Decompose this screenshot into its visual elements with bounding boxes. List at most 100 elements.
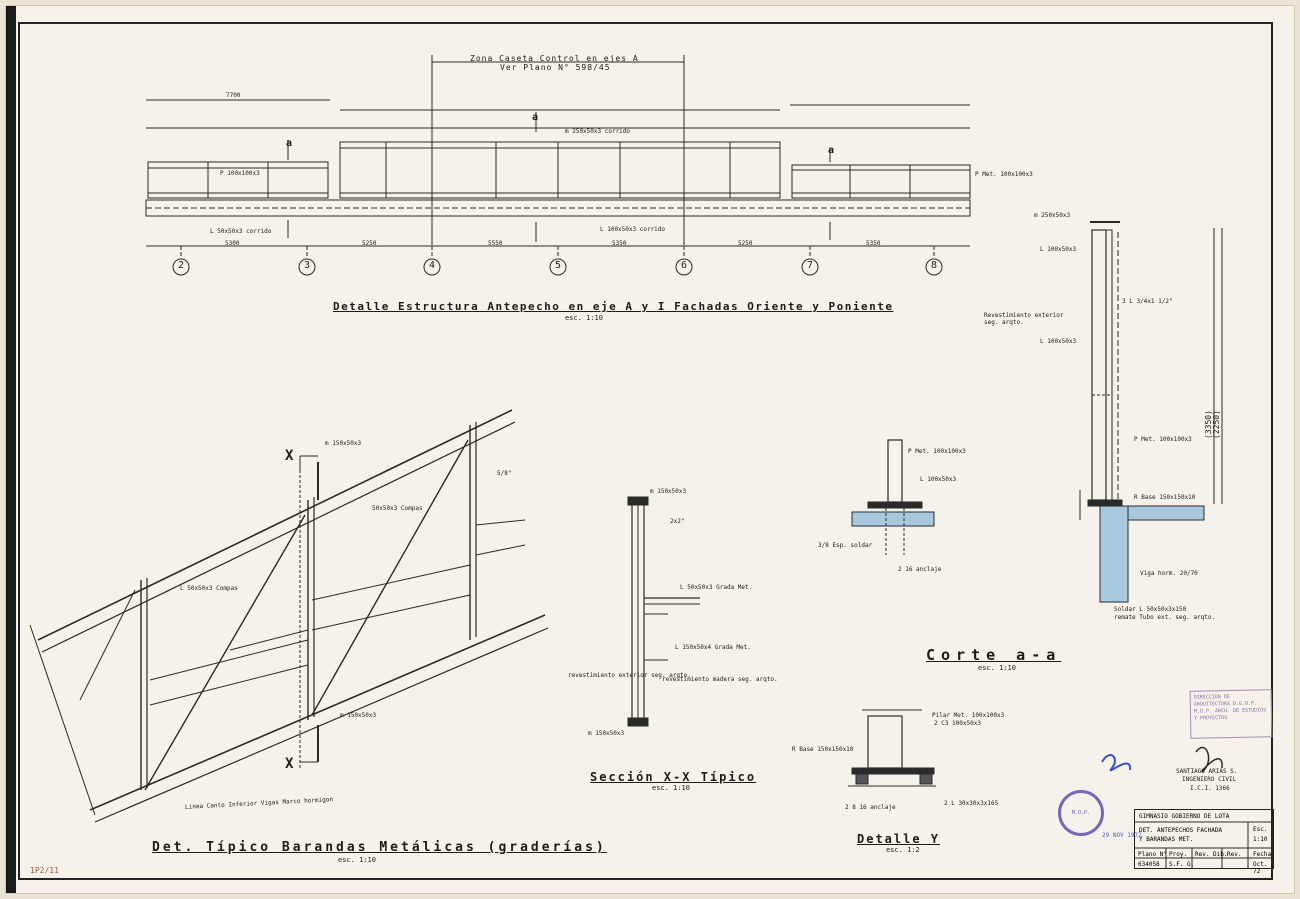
railing-note-6: 5/8"	[497, 470, 512, 477]
detalle-y-note-3: R Base 150x150x10	[792, 746, 854, 753]
axis-label-8: 8	[930, 260, 938, 271]
zone-ref: Ver Plano N° 598/45	[500, 63, 611, 72]
corte-scale: esc. 1:10	[978, 664, 1016, 672]
elevation-panel-left	[147, 161, 329, 199]
corte-aa-drawing	[1079, 221, 1223, 603]
axis-label-6: 6	[680, 260, 688, 271]
drawing-frame	[18, 22, 1273, 880]
title-block-org: GIMNASIO GOBIERNO DE LOTA	[1139, 813, 1230, 820]
corte-note-4: Revestimiento exterior seg. arqto.	[984, 312, 1064, 326]
proy-value: S.F. G.	[1169, 861, 1195, 868]
detalle-y-scale: esc. 1:2	[886, 846, 920, 854]
detalle-y-top-note-4: 2 16 anclaje	[898, 566, 942, 573]
corte-note-1: m 250x50x3	[1034, 212, 1071, 219]
axis-label-5: 5	[554, 260, 562, 271]
fecha-value: Oct. 72	[1253, 861, 1268, 875]
date-stamp: 29 NOV 1972	[1102, 832, 1142, 839]
drawing-sheet	[6, 6, 1294, 893]
title-block-esc-label: Esc.	[1253, 826, 1268, 833]
engineer-name: SANTIAGO ARIAS S.	[1176, 768, 1238, 775]
railing-note-2: 50x50x3 Compas	[372, 505, 423, 512]
corte-note-5: L 100x50x3	[1040, 338, 1077, 345]
axis-label-7: 7	[806, 260, 814, 271]
section-xx-note-1: m 150x50x3	[650, 488, 687, 495]
elevation-title: Detalle Estructura Antepecho en eje A y …	[333, 300, 894, 313]
elevation-panel-center	[339, 141, 781, 199]
railing-note-1: m 150x50x3	[325, 440, 362, 447]
detalle-y-top-drawing	[851, 439, 935, 555]
railing-title: Det. Típico Barandas Metálicas (gradería…	[152, 840, 607, 855]
detalle-y-top-note-2: L 100x50x3	[920, 476, 957, 483]
railing-note-3: L 50x50x3 Compas	[180, 585, 238, 592]
dib-label: Rev. Dib.	[1195, 851, 1228, 858]
signature-black	[1195, 746, 1223, 773]
plano-label: Plano N°	[1138, 851, 1167, 858]
section-xx-drawing	[627, 496, 700, 727]
approval-stamp: DIRECCION DE ARQUITECTURA D.G.O.P. M.O.P…	[1189, 689, 1273, 739]
axis-bubble-8	[925, 258, 943, 276]
elevation-note-3: L 100x50x3 corrido	[600, 226, 666, 233]
detalle-y-note-4: 2 L 30x30x3x165	[944, 800, 999, 807]
title-block-desc1: DET. ANTEPECHOS FACHADA	[1139, 827, 1223, 834]
section-xx-scale: esc. 1:10	[652, 784, 690, 792]
elevation-note-2: L 50x50x3 corrido	[210, 228, 272, 235]
bottom-dim-3: 5550	[488, 240, 503, 247]
axis-bubble-3	[298, 258, 316, 276]
corte-dim-2: (2250)	[1211, 410, 1221, 439]
top-dimension: 7700	[226, 92, 241, 99]
bottom-dim-5: 5250	[738, 240, 753, 247]
section-mark-a-left: a	[286, 138, 296, 149]
axis-bubble-4	[423, 258, 441, 276]
detalle-y-bottom-drawing	[848, 709, 936, 787]
elevation-panel-right	[791, 164, 971, 199]
axis-label-2: 2	[177, 260, 185, 271]
title-block-desc2: Y BARANDAS MET.	[1139, 836, 1194, 843]
plano-value: 634058	[1138, 861, 1160, 868]
railing-cut-x-bottom: X	[285, 756, 297, 772]
proy-label: Proy.	[1169, 851, 1188, 858]
section-xx-note-3: L 50x50x3 Grada Met.	[680, 584, 753, 591]
railing-cut-x-top: X	[285, 448, 297, 464]
axis-bubble-5	[549, 258, 567, 276]
detalle-y-top-note-3: 3/8 Esp. soldar	[818, 542, 873, 549]
corte-note-6: P Met. 100x100x3	[1134, 436, 1192, 443]
corte-note-8: Viga horm. 20/70	[1140, 570, 1198, 577]
corner-mark: 1P2/11	[30, 866, 59, 875]
detalle-y-note-1: Pilar Met. 100x100x3	[932, 712, 1005, 719]
round-seal: M.O.P.	[1058, 790, 1104, 836]
section-xx-title: Sección X-X Típico	[590, 770, 757, 784]
detalle-y-title: Detalle Y	[857, 832, 941, 846]
railing-note-5: m 150x50x3	[340, 712, 377, 719]
bottom-dim-1: 5300	[225, 240, 240, 247]
corte-title: Corte a-a	[926, 646, 1062, 664]
axis-bubble-6	[675, 258, 693, 276]
corte-note-7: R Base 150x150x10	[1134, 494, 1196, 501]
fecha-label: Fecha	[1253, 851, 1272, 858]
detalle-y-note-2: 2 C3 100x50x3	[934, 720, 981, 727]
corte-note-3: 3 L 3/4x1 1/2"	[1122, 298, 1173, 305]
railing-scale: esc. 1:10	[338, 856, 376, 864]
section-xx-note-7: m 150x50x3	[588, 730, 625, 737]
section-xx-note-4: L 150x50x4 Grada Met.	[675, 644, 751, 651]
signature-blue	[1101, 754, 1132, 772]
bottom-dim-2: 5250	[362, 240, 377, 247]
bottom-dim-6: 5350	[866, 240, 881, 247]
elevation-note-1: P 100x100x3	[220, 170, 260, 177]
section-xx-note-2: 2x2"	[670, 518, 685, 525]
corte-note-10: remate Tubo ext. seg. arqto.	[1114, 614, 1216, 621]
axis-label-4: 4	[428, 260, 436, 271]
axis-label-3: 3	[303, 260, 311, 271]
elevation-note-4: m 250x50x3 corrido	[565, 128, 631, 135]
section-xx-note-5: revestimiento exterior seg. arqto.	[568, 672, 691, 679]
elevation-base-beam	[145, 199, 971, 217]
section-mark-a-right: a	[828, 145, 838, 156]
binding-strip	[6, 6, 16, 893]
rev-label: Rev.	[1227, 851, 1242, 858]
section-mark-a-top: a	[532, 112, 542, 123]
axis-bubble-2	[172, 258, 190, 276]
title-block: GIMNASIO GOBIERNO DE LOTA DET. ANTEPECHO…	[1134, 809, 1274, 875]
engineer-role: INGENIERO CIVIL	[1182, 776, 1237, 783]
corte-note-9: Soldar L 50x50x3x150	[1114, 606, 1187, 613]
corte-note-2: L 100x50x3	[1040, 246, 1077, 253]
